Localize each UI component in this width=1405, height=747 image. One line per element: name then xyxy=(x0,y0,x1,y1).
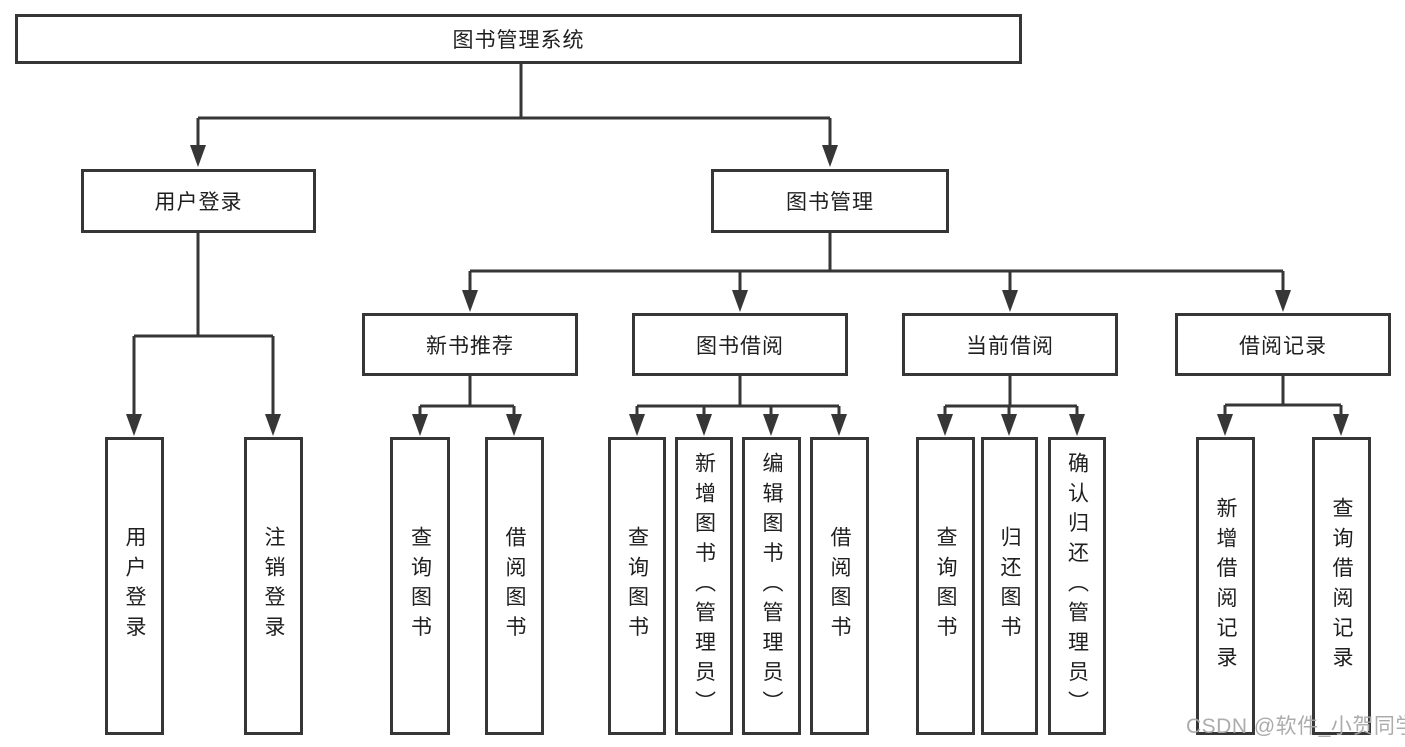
leaf-confirm-return-admin: 确认归还（管理员） xyxy=(1048,437,1106,735)
node-root: 图书管理系统 xyxy=(15,14,1022,64)
node-user-login-label: 用户登录 xyxy=(154,191,243,214)
node-new-book-recommend: 新书推荐 xyxy=(362,313,578,376)
node-book-management-label: 图书管理 xyxy=(786,191,874,214)
leaf-borrow-books-recommend: 借阅图书 xyxy=(485,437,544,735)
node-root-label: 图书管理系统 xyxy=(452,29,585,52)
leaf-query-books-borrow: 查询图书 xyxy=(608,437,666,735)
leaf-logout: 注销登录 xyxy=(244,437,303,735)
node-current-borrow: 当前借阅 xyxy=(902,313,1118,376)
leaf-query-borrow-record: 查询借阅记录 xyxy=(1312,437,1371,735)
csdn-watermark: CSDN @软件_小贺同学 xyxy=(1186,715,1405,738)
leaf-user-login: 用户登录 xyxy=(105,437,164,735)
node-book-borrow-label: 图书借阅 xyxy=(696,334,784,358)
node-book-borrow: 图书借阅 xyxy=(632,313,848,376)
node-book-management: 图书管理 xyxy=(711,169,949,233)
node-borrow-records: 借阅记录 xyxy=(1175,313,1391,376)
node-borrow-records-label: 借阅记录 xyxy=(1239,334,1327,358)
node-user-login: 用户登录 xyxy=(81,169,316,233)
leaf-edit-book-admin: 编辑图书（管理员） xyxy=(742,437,801,735)
leaf-query-books-recommend: 查询图书 xyxy=(390,437,450,735)
leaf-return-book: 归还图书 xyxy=(981,437,1038,735)
leaf-add-book-admin: 新增图书（管理员） xyxy=(675,437,733,735)
leaf-add-borrow-record: 新增借阅记录 xyxy=(1196,437,1255,735)
node-new-book-recommend-label: 新书推荐 xyxy=(426,334,514,358)
leaf-borrow-books: 借阅图书 xyxy=(810,437,869,735)
node-current-borrow-label: 当前借阅 xyxy=(966,334,1054,358)
leaf-query-books-current: 查询图书 xyxy=(916,437,975,735)
